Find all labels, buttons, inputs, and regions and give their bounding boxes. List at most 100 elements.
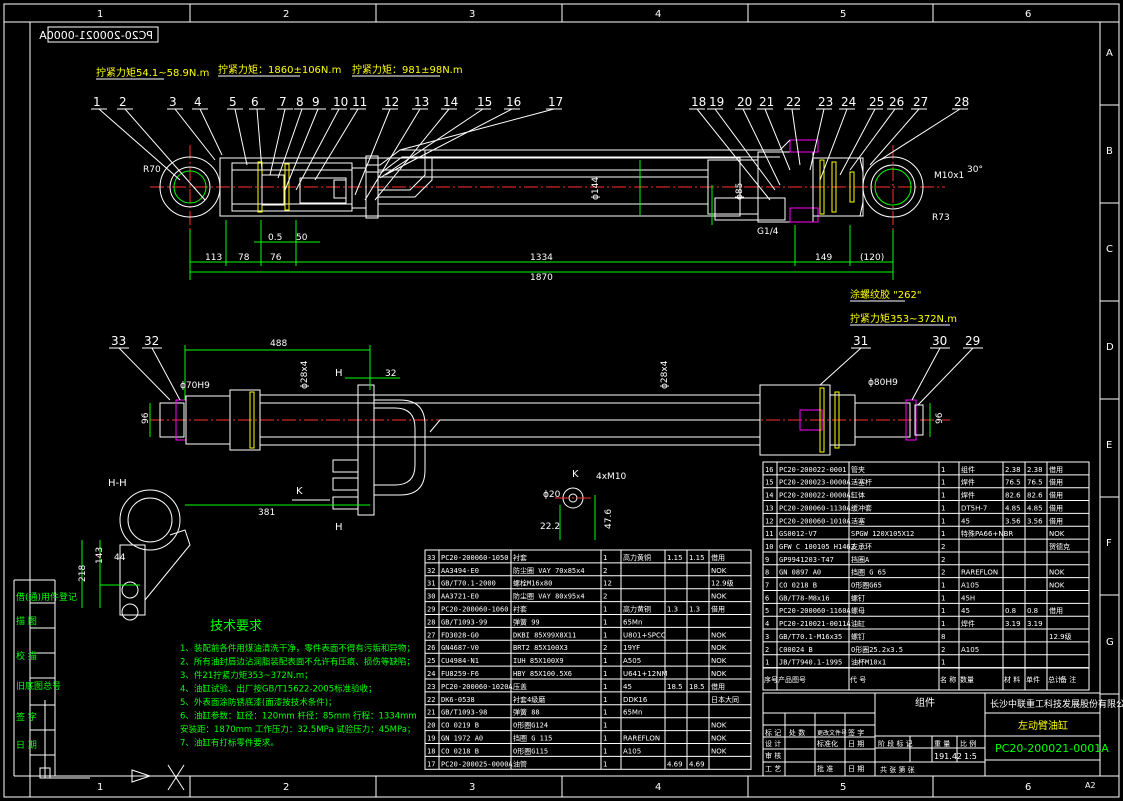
balloon-23: 23 — [818, 95, 833, 109]
bom-cell: 2 — [603, 644, 607, 652]
bom-cell: O形圈G65 — [851, 582, 882, 590]
bom-cell: 衬套 — [513, 605, 527, 614]
bom-cell: NOK — [1049, 582, 1065, 590]
zone-num-bottom: 4 — [655, 782, 661, 793]
dim-d85: ϕ85 — [735, 183, 745, 200]
title-company: 长沙中联重工科技发展股份有限公司 — [990, 698, 1123, 710]
dim-1334: 1334 — [530, 253, 553, 263]
bom-cell: 衬套4级磨 — [513, 695, 545, 704]
row-label-4: 日 期 — [848, 765, 864, 773]
bom-cell: 借用 — [1049, 516, 1063, 525]
title-drawing-no: PC20-200021-0001A — [995, 742, 1109, 755]
bom-cell: HBY 85X100.5X6 — [513, 670, 572, 678]
bom-cell: GN4687-V0 — [441, 644, 479, 652]
tech-req-title: 技术要求 — [210, 619, 262, 634]
dim-d80: ϕ80H9 — [868, 378, 898, 388]
bom-cell: 1 — [941, 479, 945, 487]
bom-cell: 3 — [765, 633, 769, 641]
balloon-17: 17 — [548, 95, 563, 109]
bom-cell: NOK — [711, 735, 727, 743]
bom-cell: 19 — [427, 735, 435, 743]
top-drawing-no-box — [47, 26, 159, 43]
balloon-25: 25 — [869, 95, 884, 109]
zone-letter: A — [1106, 48, 1113, 59]
bom-cell: 缓冲套 — [851, 503, 872, 512]
bom-header-cell: 名 称 — [940, 675, 956, 684]
bom-cell: 2 — [941, 543, 945, 551]
bom-cell: 弹簧 88 — [513, 708, 540, 717]
balloon-31: 31 — [853, 334, 868, 348]
bom-cell: 20 — [427, 722, 435, 730]
section-h-top: H — [335, 368, 343, 379]
bom-cell: 1 — [941, 492, 945, 500]
bom-cell: 油缸 — [851, 619, 865, 628]
bom-cell: 0.8 — [1027, 607, 1038, 615]
dim-d70: ϕ70H9 — [180, 381, 210, 391]
bom-cell: 借用 — [711, 605, 725, 614]
bom-cell: 10 — [765, 543, 773, 551]
title-weight: 191.42 — [934, 752, 962, 761]
bom-cell: NOK — [711, 567, 727, 575]
bom-cell: 支承环 — [851, 542, 872, 551]
bom-cell: JB/T7940.1-1995 — [779, 659, 842, 667]
bom-cell: 1 — [941, 582, 945, 590]
bom-cell: 2 — [765, 646, 769, 654]
bom-header-cell: 代 号 — [850, 675, 866, 684]
top-dimensions — [189, 160, 894, 280]
balloon-28: 28 — [954, 95, 969, 109]
zone-letter: F — [1106, 538, 1112, 549]
dim-30deg: 30° — [967, 165, 983, 175]
bom-cell: 4 — [765, 620, 769, 628]
bom-cell: 1 — [941, 466, 945, 474]
bom-header-cell: 序号 — [764, 675, 778, 684]
bom-header-cell: 备 注 — [1060, 675, 1076, 684]
zone-num-top: 5 — [840, 9, 846, 20]
dim-218: 218 — [78, 565, 88, 582]
bom-cell: 65Mn — [623, 618, 642, 626]
bom-cell: 油杯M10x1 — [851, 658, 886, 667]
bom-cell: 13 — [765, 504, 773, 512]
tech-req-item: 1、装配前各件用煤油清洗干净，零件表面不得有污垢和异物； — [180, 643, 415, 654]
bom-cell: 1 — [941, 659, 945, 667]
bom-cell: 1 — [603, 722, 607, 730]
bom-cell: 82.6 — [1027, 492, 1043, 500]
bom-cell: PC20-200060-1130A — [779, 504, 851, 512]
title-block — [762, 692, 1101, 777]
bom-cell: 28 — [427, 618, 435, 626]
balloon-22: 22 — [786, 95, 801, 109]
bom-cell: C00024 B — [779, 646, 813, 654]
bom-cell: 27 — [427, 631, 435, 639]
bom-cell: 压盖 — [513, 682, 527, 691]
dim-d144: ϕ144 — [591, 177, 601, 200]
zone-num-top: 3 — [469, 9, 475, 20]
balloon-8: 8 — [296, 95, 304, 109]
bom-cell: CO 0218 B — [779, 582, 817, 590]
bom-cell: NOK — [711, 722, 727, 730]
torque-note-1: 拧紧力矩54.1~58.9N.m — [96, 66, 209, 79]
bom-cell: A505 — [623, 657, 641, 665]
bom-cell: 1.15 — [667, 554, 683, 562]
row-label-2: 更改文件号 — [817, 729, 847, 737]
title-scale: 1:5 — [964, 752, 977, 761]
bom-cell: 7 — [765, 582, 769, 590]
balloon-26: 26 — [889, 95, 904, 109]
bom-cell: 65Mn — [623, 709, 642, 717]
dim-g14: G1/4 — [757, 227, 779, 237]
bom-cell: 21 — [427, 709, 435, 717]
bom-cell: 1 — [603, 747, 607, 755]
side-label-4: 签 字 — [16, 711, 37, 723]
bom-cell: 贺德克 — [1049, 542, 1070, 551]
balloon-30: 30 — [932, 334, 947, 348]
zone-letter: C — [1106, 244, 1113, 255]
balloon-4: 4 — [194, 95, 202, 109]
bom-cell: 24 — [427, 670, 435, 678]
balloon-20: 20 — [737, 95, 752, 109]
title-format: A2 — [1085, 781, 1096, 790]
balloon-14: 14 — [443, 95, 458, 109]
bom-cell: O形圈G124 — [513, 722, 548, 730]
bom-cell: 33 — [427, 554, 435, 562]
section-hh — [81, 489, 191, 621]
